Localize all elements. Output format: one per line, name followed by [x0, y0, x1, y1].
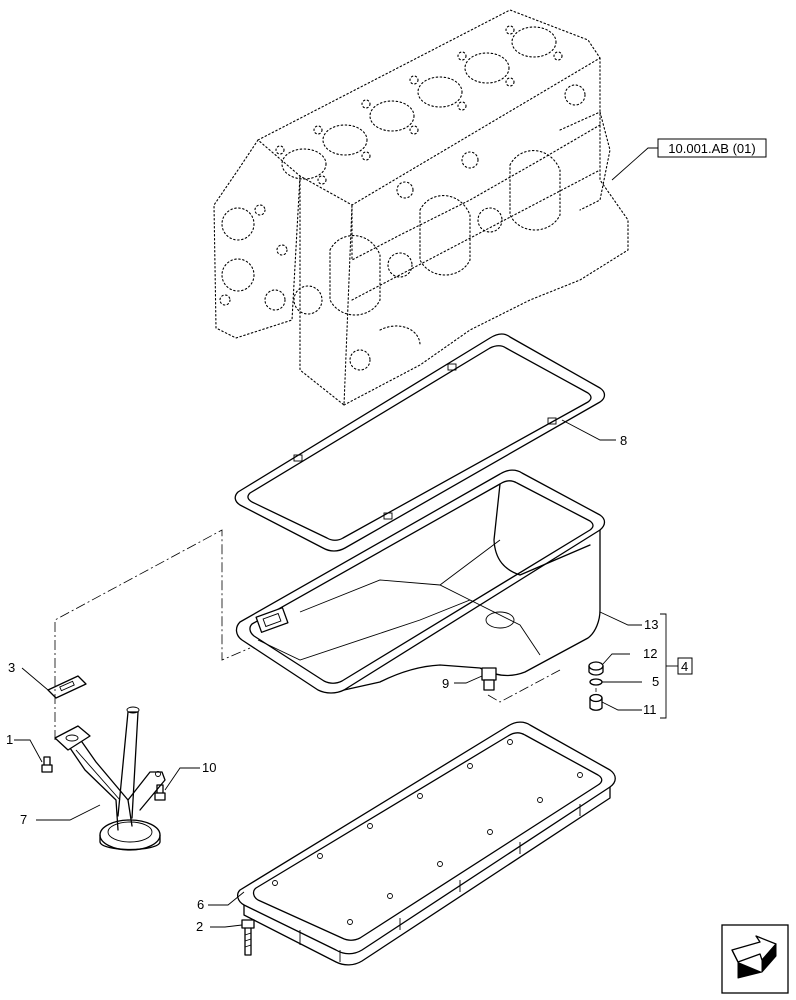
callout-3: 3 — [8, 660, 15, 675]
reference-label: 10.001.AB (01) — [668, 141, 755, 156]
suction-pipe — [54, 706, 166, 851]
callout-5: 5 — [652, 674, 659, 689]
callout-7: 7 — [20, 812, 27, 827]
leader-lines — [14, 419, 678, 928]
gasket-plate-3 — [47, 675, 87, 699]
callout-8: 8 — [620, 433, 627, 448]
callout-6: 6 — [197, 897, 204, 912]
washer-5 — [589, 678, 603, 686]
assembly-lines — [54, 529, 597, 740]
bolt-2 — [241, 919, 255, 956]
drain-plug-9 — [481, 667, 497, 691]
callout-11: 11 — [643, 702, 657, 717]
reference-callout[interactable]: 10.001.AB (01) — [611, 138, 767, 181]
callout-13: 13 — [644, 617, 658, 632]
callout-12: 12 — [643, 646, 657, 661]
plug-11 — [589, 693, 603, 711]
callout-4: 4 — [681, 659, 688, 674]
upper-gasket — [234, 333, 606, 552]
plug-12 — [588, 661, 604, 676]
oil-pan — [235, 469, 642, 694]
lower-gasket-plate — [237, 721, 616, 966]
next-page-arrow-icon[interactable] — [721, 924, 789, 994]
callout-9: 9 — [442, 676, 449, 691]
callout-labels: 1 2 3 6 7 8 9 10 11 12 13 5 4 — [6, 433, 693, 934]
engine-block — [213, 9, 629, 407]
callout-10: 10 — [202, 760, 216, 775]
callout-1: 1 — [6, 732, 13, 747]
bolt-1 — [41, 756, 53, 773]
bolt-10 — [154, 784, 166, 801]
callout-2: 2 — [196, 919, 203, 934]
